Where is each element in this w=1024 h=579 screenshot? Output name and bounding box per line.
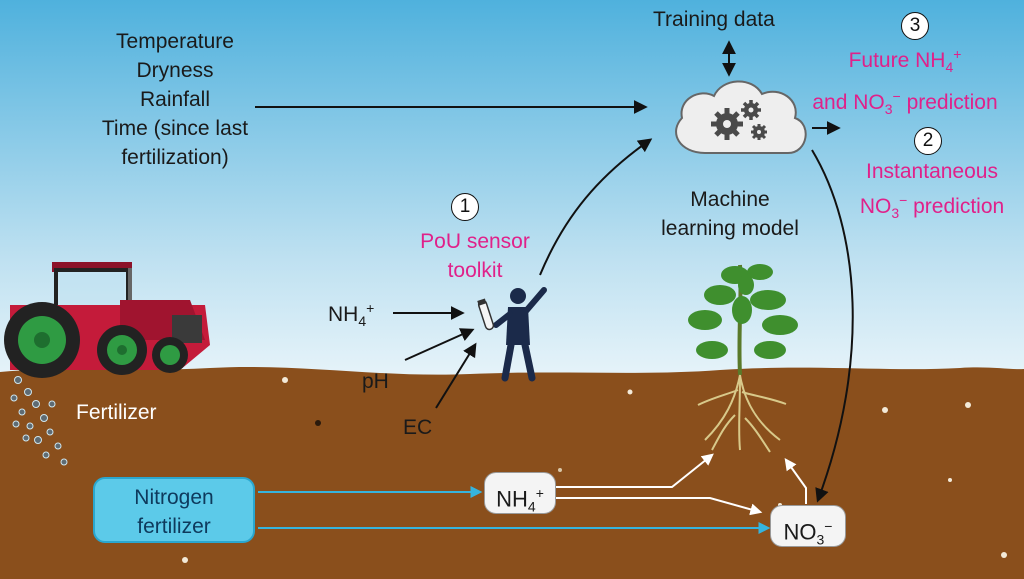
time-label-line2: fertilization) [121, 146, 229, 169]
ec-to-sensor-arrow [435, 342, 477, 409]
fertilizer-granules [10, 376, 68, 466]
sensor-tube-icon [477, 298, 495, 331]
nitrogen-fertilizer-box: Nitrogen fertilizer [93, 477, 255, 543]
model-label-line2: learning model [661, 217, 799, 240]
dryness-label: Dryness [136, 59, 214, 82]
tractor-illustration [4, 262, 210, 378]
nh4-to-plant-arrow [556, 453, 714, 488]
step-3-badge: 3 [901, 12, 929, 40]
input-variables-label: Temperature Dryness Rainfall Time (since… [70, 27, 280, 172]
model-label-line1: Machine [690, 188, 770, 211]
soil-no3-pill: NO3− [770, 505, 846, 548]
training-data-label: Training data [653, 8, 775, 31]
plant-illustration [688, 264, 798, 453]
sensor-toolkit-label: PoU sensor toolkit [420, 230, 530, 282]
ph-measurement-label: pH [362, 370, 389, 393]
temperature-label: Temperature [116, 30, 234, 53]
nh4-measurement-label: NH4+ [328, 300, 375, 330]
time-label-line1: Time (since last [101, 117, 249, 140]
cloud-shape [675, 80, 807, 154]
model-label: Machine learning model [640, 185, 820, 243]
no3-to-plant-arrow [784, 458, 807, 504]
rainfall-label: Rainfall [139, 88, 211, 111]
instant-prediction-label: Instantaneous NO3− prediction [859, 160, 1005, 222]
fertilizer-label: Fertilizer [76, 401, 157, 424]
person-figure [493, 287, 547, 382]
future-prediction-label: Future NH4+ and NO3− prediction [812, 46, 998, 118]
ph-to-sensor-arrow [404, 328, 475, 361]
soil-nh4-pill: NH4+ [484, 472, 556, 515]
model-to-no3-arrow [811, 149, 854, 503]
step-2-badge: 2 [914, 127, 942, 155]
ec-measurement-label: EC [403, 416, 433, 439]
step-1-badge: 1 [451, 193, 479, 221]
nh4-to-no3-arrow [556, 497, 763, 516]
sensor-to-model-arrow [539, 138, 653, 276]
gears-icon [711, 100, 767, 140]
